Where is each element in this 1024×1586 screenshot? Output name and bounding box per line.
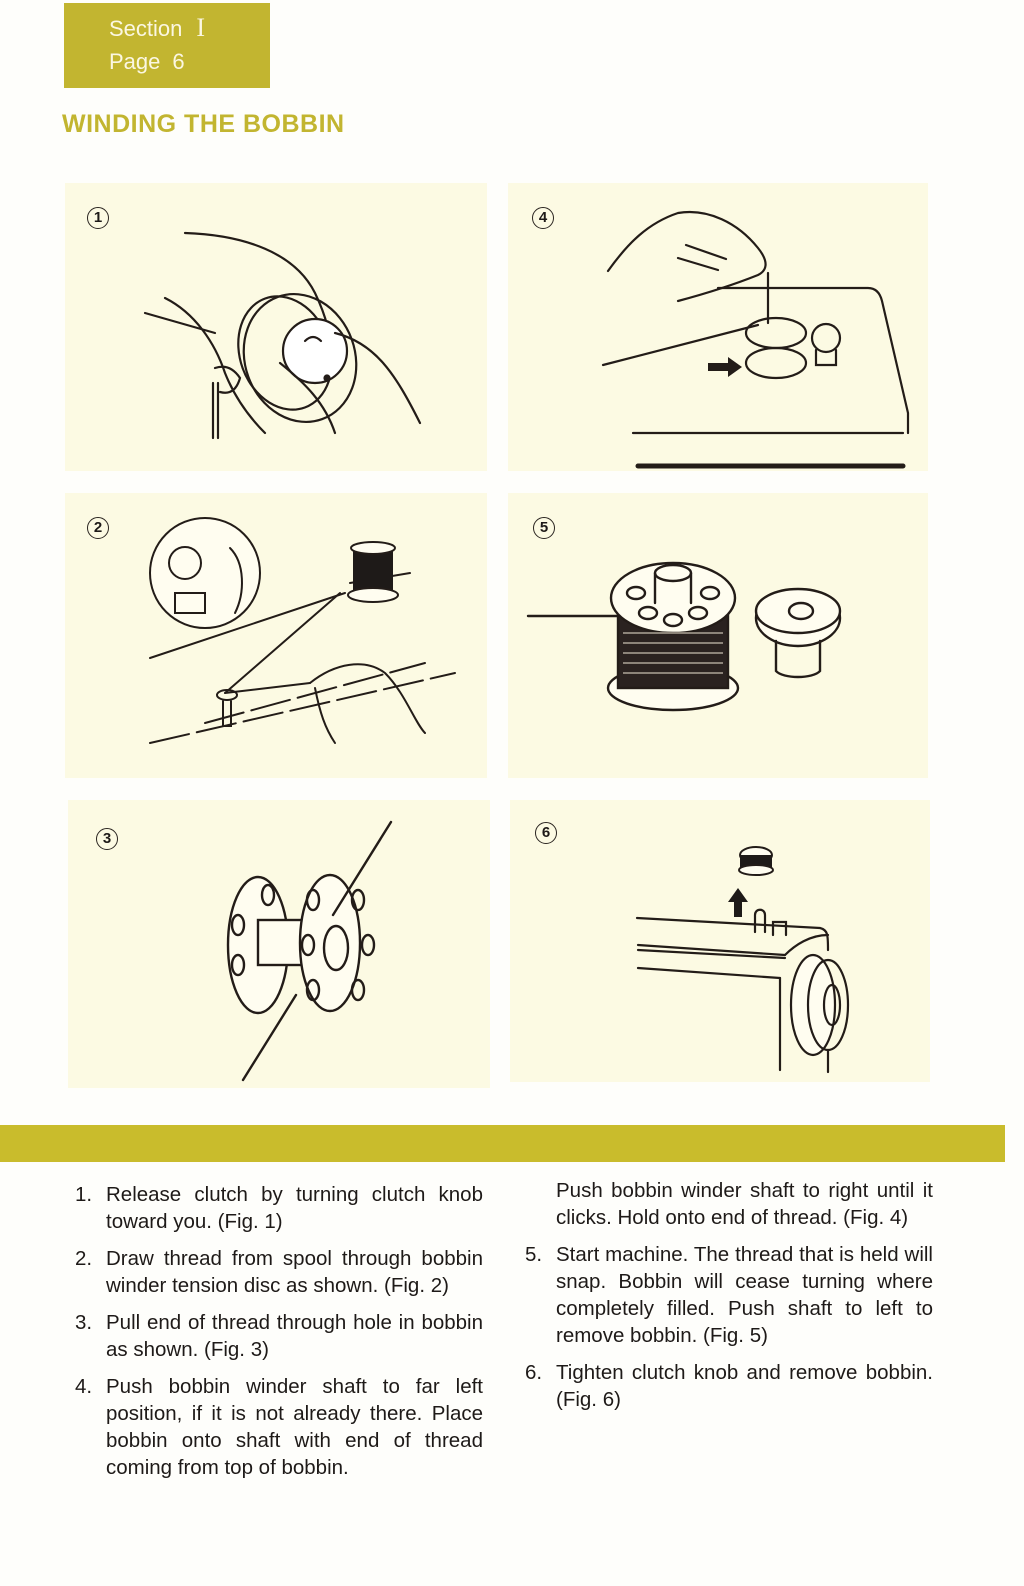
step-5: 5. Start machine. The thread that is held… (518, 1241, 933, 1349)
hand-turning-clutch-knob-illustration (143, 231, 422, 440)
step-3: 3. Pull end of thread through hole in bob… (68, 1309, 483, 1363)
step-number: 2. (75, 1247, 93, 1270)
thread-through-bobbin-hole-illustration (226, 820, 393, 1082)
instructions-left-column: 1. Release clutch by turning clutch knob … (68, 1181, 483, 1491)
step-text: Tighten clutch knob and remove bobbin. (… (556, 1361, 933, 1411)
section-number: I (196, 13, 206, 42)
figure-number-3: 3 (96, 828, 118, 850)
divider-band (0, 1125, 1005, 1162)
section-page-badge: Section I Page 6 (64, 3, 270, 88)
bobbin-on-winder-shaft-illustration (601, 210, 910, 469)
figure-6: 6 (510, 800, 930, 1082)
step-number: 5. (525, 1243, 543, 1266)
figure-number-4: 4 (532, 207, 554, 229)
figure-number-1: 1 (87, 207, 109, 229)
step-number: 1. (75, 1183, 93, 1206)
step-text: Push bobbin winder shaft to right until … (556, 1179, 933, 1229)
figure-number-6: 6 (535, 822, 557, 844)
remove-bobbin-from-machine-illustration (635, 846, 850, 1074)
step-text: Push bobbin winder shaft to far left pos… (106, 1375, 483, 1479)
instructions-right-column: Push bobbin winder shaft to right until … (518, 1177, 933, 1423)
step-text: Pull end of thread through hole in bobbi… (106, 1311, 483, 1361)
step-4-continued: Push bobbin winder shaft to right until … (518, 1177, 933, 1231)
step-2: 2. Draw thread from spool through bobbin … (68, 1245, 483, 1299)
figure-1: 1 (65, 183, 487, 471)
page-title: WINDING THE BOBBIN (62, 110, 345, 138)
figure-number-5: 5 (533, 517, 555, 539)
step-text: Start machine. The thread that is held w… (556, 1243, 933, 1347)
figure-3: 3 (68, 800, 490, 1088)
figure-5: 5 (508, 493, 928, 778)
thread-spool-to-tension-disc-illustration (149, 517, 456, 744)
page-label: Page (109, 49, 161, 74)
figure-2: 2 (65, 493, 487, 778)
step-text: Draw thread from spool through bobbin wi… (106, 1247, 483, 1297)
step-1: 1. Release clutch by turning clutch knob … (68, 1181, 483, 1235)
step-6: 6. Tighten clutch knob and remove bobbin.… (518, 1359, 933, 1413)
figure-number-2: 2 (87, 517, 109, 539)
page-number: 6 (172, 49, 185, 74)
step-number: 3. (75, 1311, 93, 1334)
filled-bobbin-and-winder-illustration (526, 561, 842, 712)
figure-4: 4 (508, 183, 928, 471)
step-number: 6. (525, 1361, 543, 1384)
section-label: Section (109, 16, 183, 41)
step-4: 4. Push bobbin winder shaft to far left p… (68, 1373, 483, 1481)
step-text: Release clutch by turning clutch knob to… (106, 1183, 483, 1233)
step-number: 4. (75, 1375, 93, 1398)
